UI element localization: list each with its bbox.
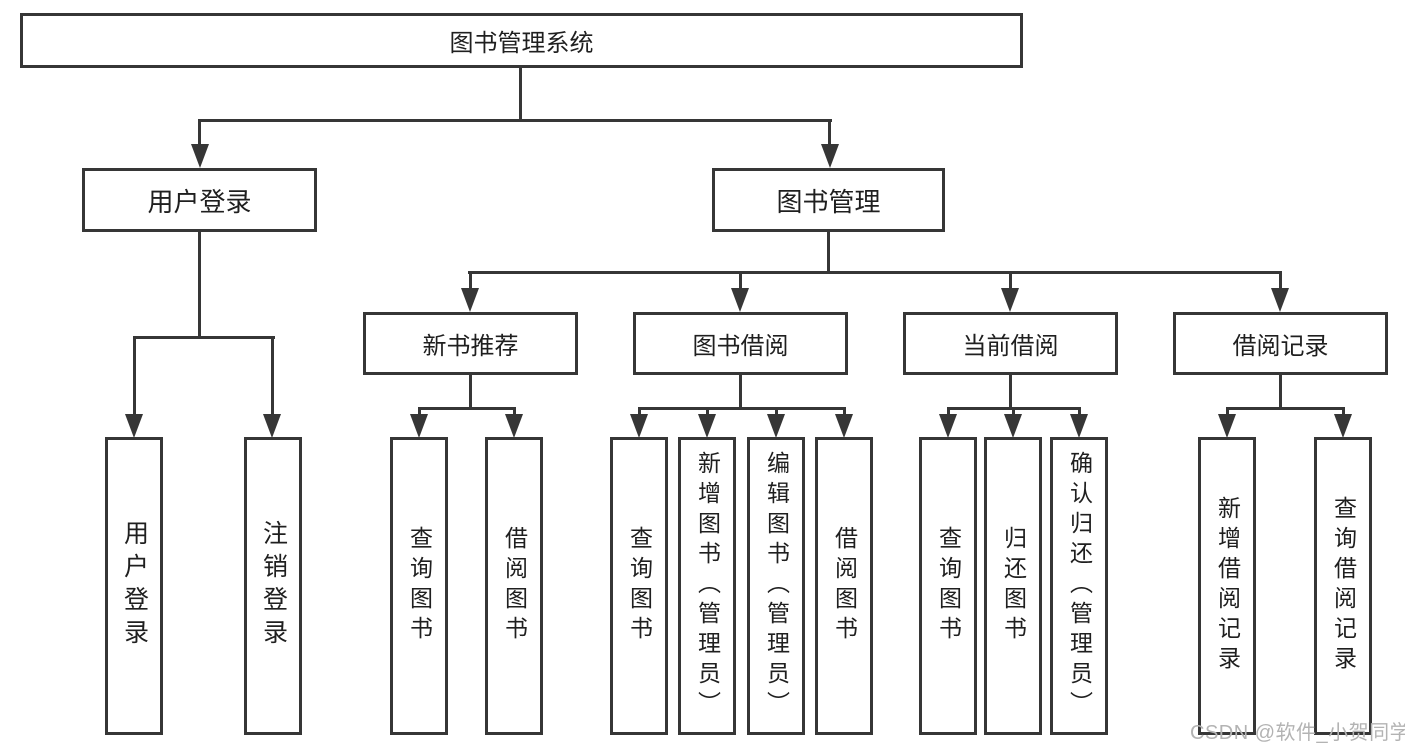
connector-vline bbox=[947, 407, 950, 417]
leaf-borrow-books-1: 借阅图书 bbox=[485, 437, 543, 735]
leaf-query-books-3: 查询图书 bbox=[919, 437, 977, 735]
connector-vline bbox=[469, 271, 472, 291]
arrowhead-icon bbox=[821, 144, 839, 168]
arrowhead-icon bbox=[1334, 414, 1352, 438]
arrowhead-icon bbox=[125, 414, 143, 438]
connector-vline bbox=[418, 407, 421, 417]
arrowhead-icon bbox=[698, 414, 716, 438]
leaf-edit-book-admin-label: 编辑图书（管理员） bbox=[763, 451, 790, 721]
connector-vline bbox=[739, 375, 742, 410]
node-current-borrowing-label: 当前借阅 bbox=[962, 333, 1059, 360]
connector-hline bbox=[133, 336, 275, 339]
leaf-query-borrow-record: 查询借阅记录 bbox=[1314, 437, 1372, 735]
connector-hline bbox=[1226, 407, 1345, 410]
connector-hline bbox=[468, 271, 1282, 274]
connector-vline bbox=[1226, 407, 1229, 417]
arrowhead-icon bbox=[1070, 414, 1088, 438]
connector-vline bbox=[513, 407, 516, 417]
leaf-query-borrow-record-label: 查询借阅记录 bbox=[1330, 496, 1357, 676]
node-book-borrowing-label: 图书借阅 bbox=[692, 333, 789, 360]
leaf-add-borrow-record: 新增借阅记录 bbox=[1198, 437, 1256, 735]
leaf-return-book: 归还图书 bbox=[984, 437, 1042, 735]
connector-vline bbox=[469, 375, 472, 410]
leaf-confirm-return-admin-label: 确认归还（管理员） bbox=[1066, 451, 1093, 721]
leaf-logout: 注销登录 bbox=[244, 437, 302, 735]
connector-vline bbox=[1342, 407, 1345, 417]
connector-vline bbox=[843, 407, 846, 417]
node-root-label: 图书管理系统 bbox=[449, 30, 594, 57]
connector-vline bbox=[271, 336, 274, 416]
node-new-book-recommend-label: 新书推荐 bbox=[422, 333, 519, 360]
leaf-edit-book-admin: 编辑图书（管理员） bbox=[747, 437, 805, 735]
arrowhead-icon bbox=[939, 414, 957, 438]
leaf-confirm-return-admin: 确认归还（管理员） bbox=[1050, 437, 1108, 735]
connector-vline bbox=[519, 68, 522, 121]
leaf-add-borrow-record-label: 新增借阅记录 bbox=[1214, 496, 1241, 676]
connector-vline bbox=[1012, 407, 1015, 417]
connector-vline bbox=[739, 271, 742, 291]
connector-vline bbox=[198, 232, 201, 339]
connector-hline bbox=[638, 407, 846, 410]
connector-vline bbox=[198, 119, 201, 146]
arrowhead-icon bbox=[1004, 414, 1022, 438]
node-book-management: 图书管理 bbox=[712, 168, 945, 232]
connector-vline bbox=[1009, 271, 1012, 291]
connector-vline bbox=[638, 407, 641, 417]
node-root: 图书管理系统 bbox=[20, 13, 1023, 68]
arrowhead-icon bbox=[263, 414, 281, 438]
connector-vline bbox=[1279, 375, 1282, 410]
leaf-borrow-books-1-label: 借阅图书 bbox=[501, 526, 528, 646]
leaf-borrow-books-2: 借阅图书 bbox=[815, 437, 873, 735]
leaf-query-books-1: 查询图书 bbox=[390, 437, 448, 735]
arrowhead-icon bbox=[505, 414, 523, 438]
leaf-add-book-admin: 新增图书（管理员） bbox=[678, 437, 736, 735]
leaf-query-books-2: 查询图书 bbox=[610, 437, 668, 735]
leaf-query-books-2-label: 查询图书 bbox=[626, 526, 653, 646]
arrowhead-icon bbox=[1001, 288, 1019, 312]
leaf-query-books-1-label: 查询图书 bbox=[406, 526, 433, 646]
arrowhead-icon bbox=[731, 288, 749, 312]
arrowhead-icon bbox=[630, 414, 648, 438]
connector-hline bbox=[418, 407, 516, 410]
leaf-return-book-label: 归还图书 bbox=[1000, 526, 1027, 646]
arrowhead-icon bbox=[191, 144, 209, 168]
leaf-add-book-admin-label: 新增图书（管理员） bbox=[694, 451, 721, 721]
node-book-management-label: 图书管理 bbox=[776, 186, 881, 217]
arrowhead-icon bbox=[1218, 414, 1236, 438]
leaf-user-login: 用户登录 bbox=[105, 437, 163, 735]
connector-vline bbox=[828, 119, 831, 146]
leaf-borrow-books-2-label: 借阅图书 bbox=[831, 526, 858, 646]
arrowhead-icon bbox=[767, 414, 785, 438]
connector-vline bbox=[775, 407, 778, 417]
arrowhead-icon bbox=[1271, 288, 1289, 312]
node-user-login-branch: 用户登录 bbox=[82, 168, 317, 232]
arrowhead-icon bbox=[410, 414, 428, 438]
connector-vline bbox=[706, 407, 709, 417]
watermark: CSDN @软件_小贺同学 bbox=[1190, 722, 1405, 744]
connector-vline bbox=[1078, 407, 1081, 417]
node-new-book-recommend: 新书推荐 bbox=[363, 312, 578, 375]
arrowhead-icon bbox=[835, 414, 853, 438]
node-borrowing-records: 借阅记录 bbox=[1173, 312, 1388, 375]
node-borrowing-records-label: 借阅记录 bbox=[1232, 333, 1329, 360]
node-user-login-branch-label: 用户登录 bbox=[147, 186, 252, 217]
connector-vline bbox=[1279, 271, 1282, 291]
connector-vline bbox=[827, 232, 830, 274]
connector-vline bbox=[133, 336, 136, 416]
node-current-borrowing: 当前借阅 bbox=[903, 312, 1118, 375]
leaf-logout-label: 注销登录 bbox=[259, 520, 288, 652]
leaf-query-books-3-label: 查询图书 bbox=[935, 526, 962, 646]
node-book-borrowing: 图书借阅 bbox=[633, 312, 848, 375]
leaf-user-login-label: 用户登录 bbox=[120, 520, 149, 652]
connector-hline bbox=[199, 119, 832, 122]
arrowhead-icon bbox=[461, 288, 479, 312]
connector-vline bbox=[1009, 375, 1012, 410]
